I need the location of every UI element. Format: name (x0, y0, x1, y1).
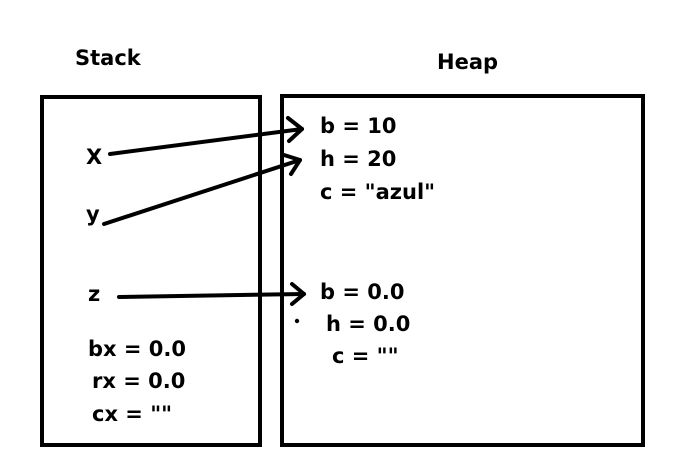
stack-primitive-cx: cx = "" (92, 402, 173, 426)
heap-box (280, 94, 645, 447)
stack-var-y: y (86, 202, 100, 226)
stack-var-x: X (86, 145, 103, 169)
stack-primitive-rx: rx = 0.0 (92, 369, 186, 393)
stack-box (40, 95, 262, 447)
heap-object1-field-b: b = 10 (320, 114, 397, 138)
heap-object2-field-c: c = "" (332, 344, 399, 368)
heap-object1-field-h: h = 20 (320, 147, 397, 171)
heap-object1-field-c: c = "azul" (320, 180, 436, 204)
stack-primitive-bx: bx = 0.0 (88, 337, 186, 361)
heap-object2-field-b: b = 0.0 (320, 280, 405, 304)
stack-title: Stack (75, 46, 141, 70)
heap-object2-field-h: h = 0.0 (326, 312, 411, 336)
heap-title: Heap (437, 50, 499, 74)
stack-var-z: z (88, 282, 101, 306)
